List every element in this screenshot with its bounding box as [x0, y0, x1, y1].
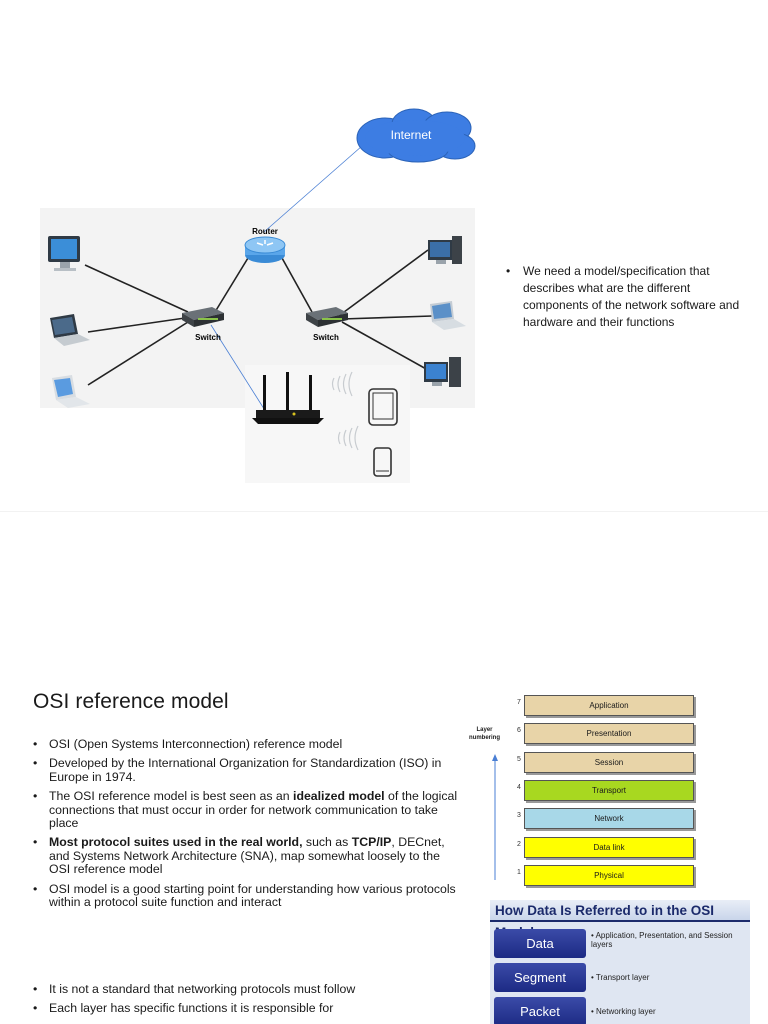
table-row-value: • Transport layer: [591, 973, 650, 982]
layer-number: 7: [517, 699, 521, 706]
layer-number: 2: [517, 840, 521, 848]
table-row: Data • Application, Presentation, and Se…: [490, 927, 750, 959]
table-row: Packet • Networking layer: [490, 995, 750, 1024]
table-row-key: Data: [494, 929, 586, 958]
desktop-tower-icon-2: [424, 357, 461, 387]
bullet-text: , DECnet, and Systems Network Architectu…: [49, 835, 445, 877]
laptop-computer-icon-3: [430, 301, 466, 330]
osi-bullet-list: OSI (Open Systems Interconnection) refer…: [33, 737, 463, 915]
layer-number: 4: [517, 783, 521, 791]
router-icon: [244, 236, 286, 263]
data-naming-table: How Data Is Referred to in the OSI Model…: [490, 900, 750, 1024]
wifi-signal-icon: [331, 371, 359, 451]
list-item: OSI model is a good starting point for u…: [33, 881, 463, 910]
table-row-value: • Application, Presentation, and Session…: [591, 931, 733, 949]
laptop-computer-icon-2: [52, 375, 90, 408]
wired-links: [84, 249, 433, 386]
layer-box: Physical: [524, 864, 694, 886]
layer-number: 6: [517, 727, 521, 735]
table-row-key: Segment: [494, 963, 586, 992]
page-title: OSI reference model: [33, 690, 229, 714]
slide1-bullet-list: We need a model/specification that descr…: [506, 263, 756, 331]
slide-divider: [0, 511, 768, 512]
osi-bullet-list-2: It is not a standard that networking pro…: [33, 982, 463, 1022]
smartphone-icon: [373, 447, 392, 477]
title-pre: OSI: [33, 690, 76, 713]
switch-right-label: Switch: [313, 333, 339, 342]
layer-box: Application: [524, 695, 694, 716]
router-label: Router: [252, 227, 278, 236]
layer-numbering-arrow-icon: [492, 754, 498, 880]
bullet-text: OSI (Open Systems Interconnection) refer…: [49, 737, 343, 751]
bullet-text: of the logical connections that must occ…: [49, 789, 458, 831]
layer-box: Session: [524, 751, 694, 773]
switch-left-icon: [182, 307, 224, 327]
layer-numbering-label: Layer numbering: [469, 727, 500, 741]
layer-box: Network: [524, 808, 694, 830]
internet-cloud-icon: [356, 108, 476, 163]
bullet-text: The OSI reference model is best seen as …: [49, 789, 294, 804]
internet-link: [263, 145, 363, 233]
list-item: Each layer has specific functions it is …: [33, 1001, 463, 1016]
tablet-icon: [368, 388, 398, 426]
layer-box: Presentation: [524, 723, 694, 745]
table-row: Segment • Transport layer: [490, 961, 750, 993]
switch-left-label: Switch: [195, 333, 221, 342]
slide-network-diagram: Internet Router Switch Switch: [0, 0, 768, 512]
table-row-key: Packet: [494, 997, 586, 1024]
internet-label: Internet: [391, 128, 432, 142]
bullet-text: such as: [302, 835, 352, 850]
layer-box: Transport: [524, 779, 694, 801]
data-table-title: How Data Is Referred to in the OSI Model: [490, 900, 750, 940]
list-item: Developed by the International Organizat…: [33, 757, 463, 784]
table-row-value: • Networking layer: [591, 1007, 656, 1016]
list-item: Most protocol suites used in the real wo…: [33, 836, 463, 876]
list-item: The OSI reference model is best seen as …: [33, 790, 463, 830]
layer-number: 5: [517, 755, 521, 763]
bullet-text: OSI model is a good starting point for u…: [49, 881, 456, 910]
bullet-bold: Most protocol suites used in the real wo…: [49, 835, 303, 850]
wifi-router-icon: [252, 372, 324, 424]
network-diagram: Internet Router Switch Switch: [40, 108, 476, 477]
wifi-router-link: [210, 324, 267, 413]
title-bold: reference: [75, 690, 166, 713]
list-item: It is not a standard that networking pro…: [33, 982, 463, 997]
layer-box: Data link: [524, 836, 694, 858]
slide-osi-reference-model: OSI reference model OSI (Open Systems In…: [0, 512, 768, 1024]
list-item: OSI (Open Systems Interconnection) refer…: [33, 737, 463, 752]
switch-right-icon: [306, 307, 348, 327]
desktop-computer-icon: [48, 236, 80, 271]
bullet-bold: idealized model: [293, 789, 385, 804]
bullet-bold: TCP/IP: [351, 835, 392, 850]
bullet-text: Developed by the International Organizat…: [49, 756, 442, 784]
desktop-tower-icon: [428, 236, 462, 264]
layer-number: 1: [517, 868, 521, 876]
list-item: We need a model/specification that descr…: [506, 263, 756, 331]
layer-number: 3: [517, 812, 521, 820]
title-post: model: [165, 690, 229, 713]
laptop-computer-icon: [50, 314, 90, 346]
